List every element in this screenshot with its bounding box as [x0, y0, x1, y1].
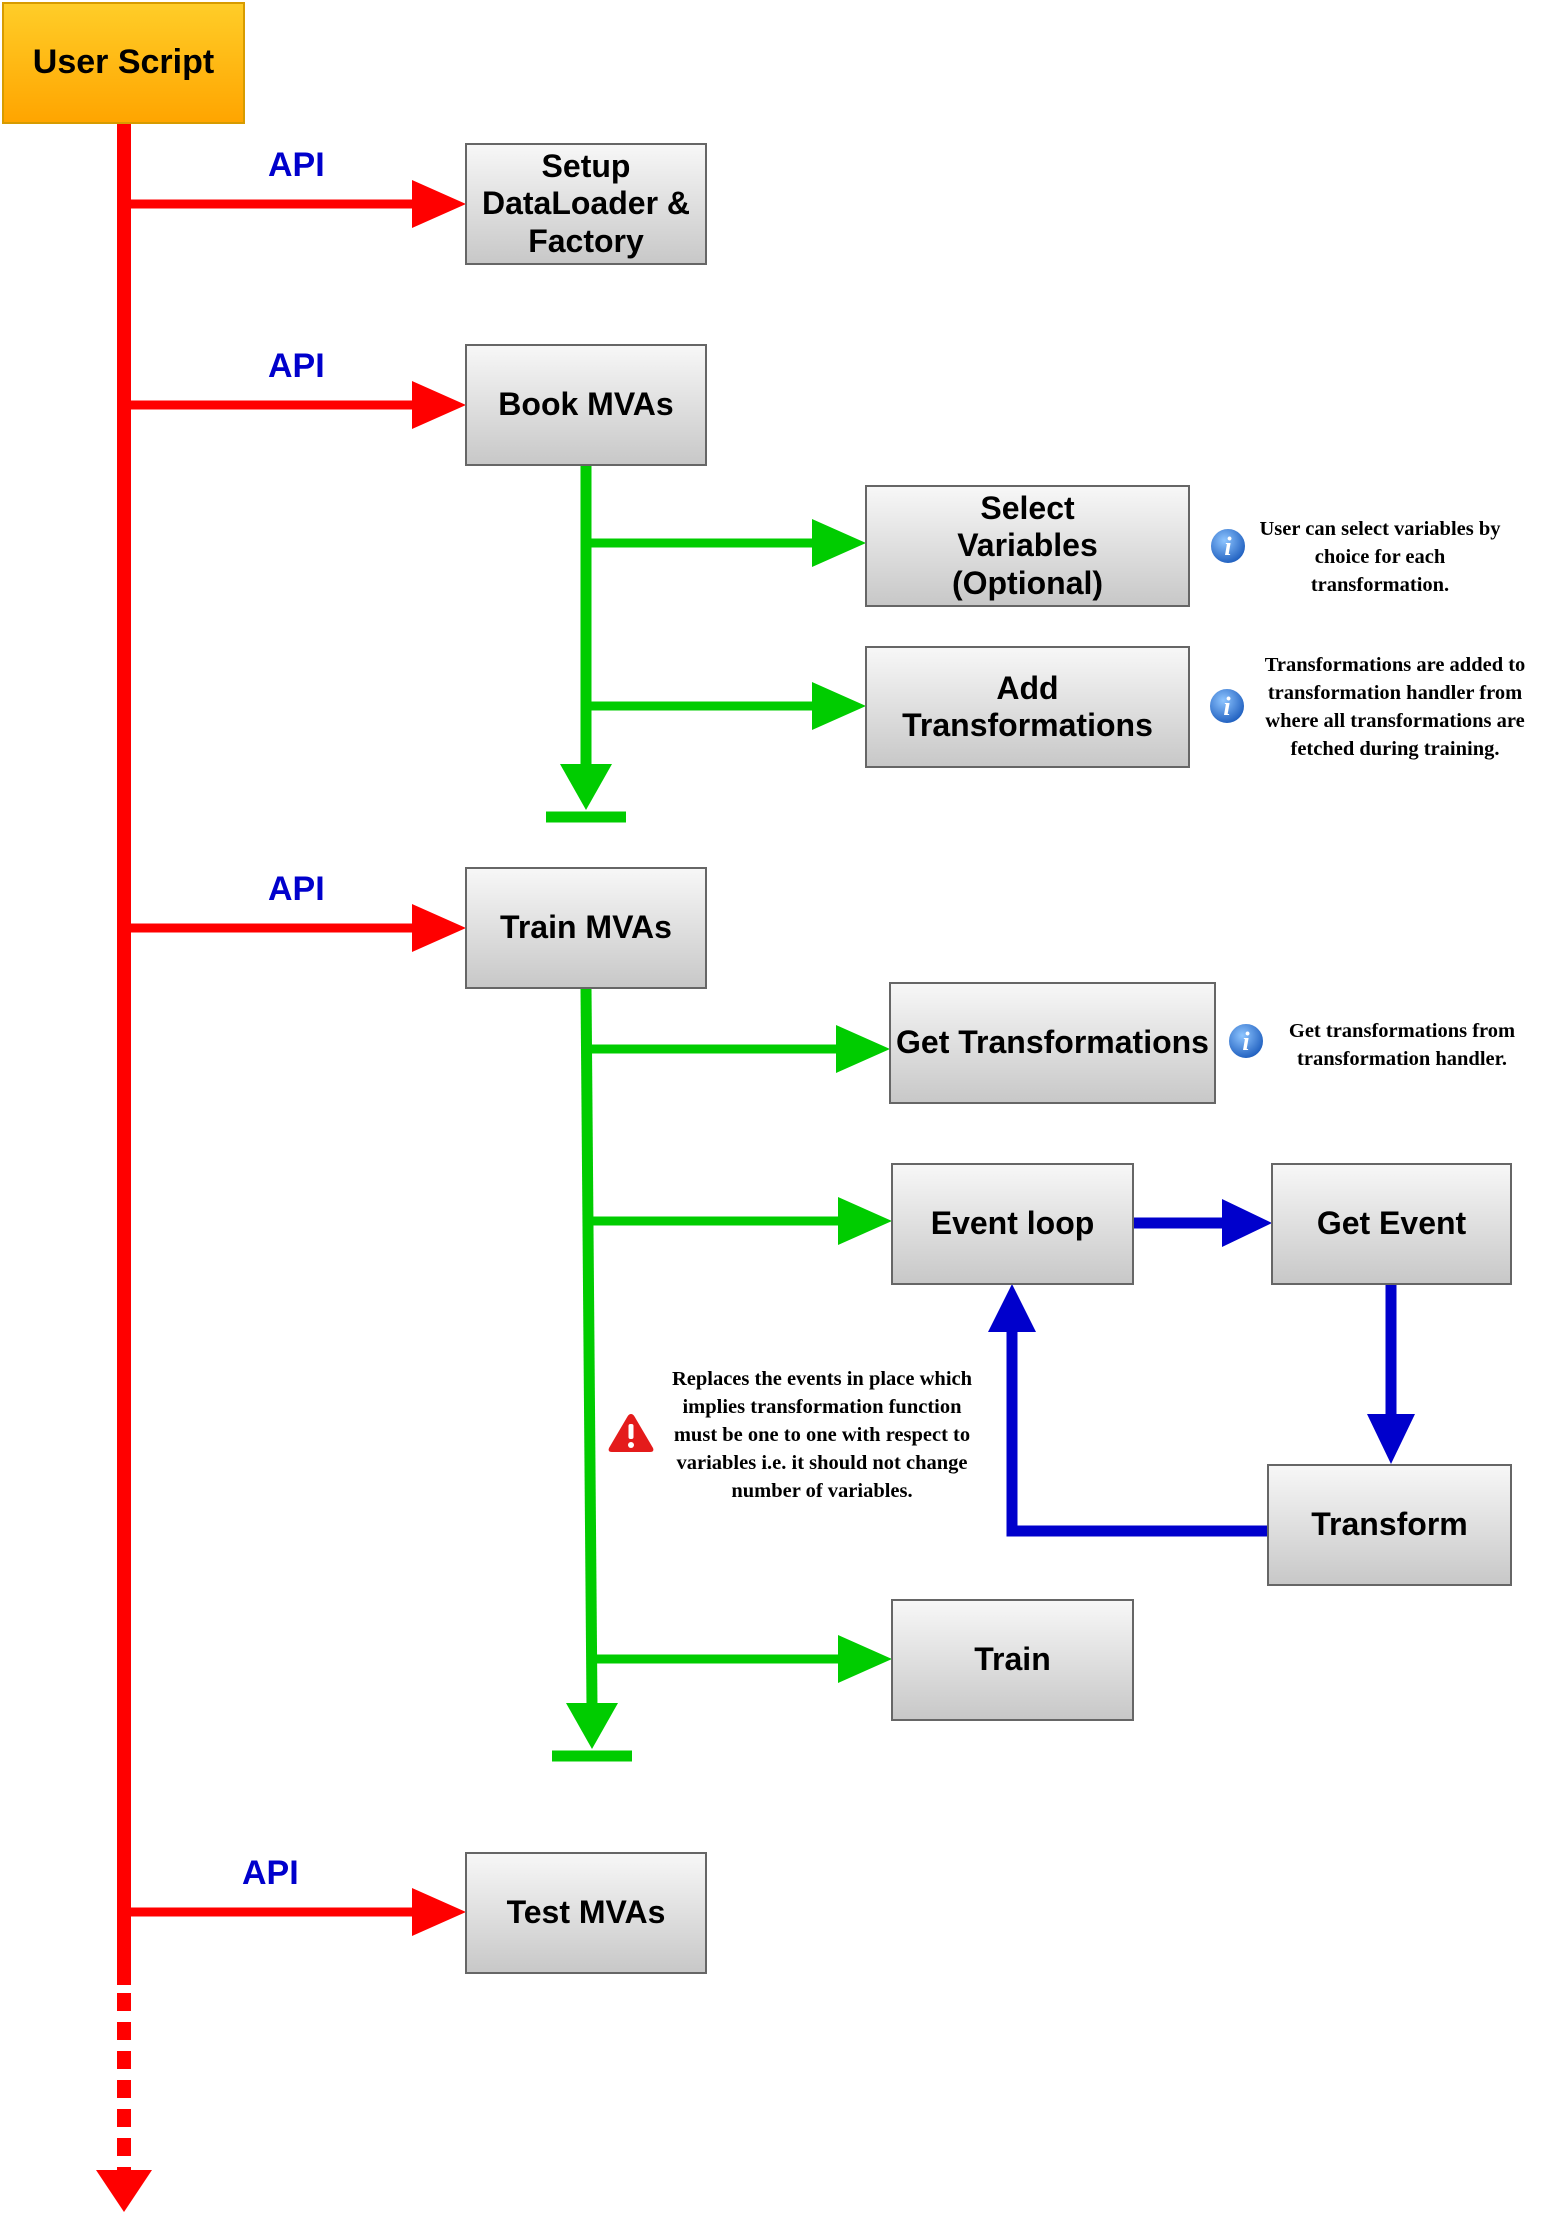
api-label-train: API: [268, 870, 325, 908]
arrowhead-book: [412, 381, 466, 429]
green-flow-edges: [546, 465, 892, 1762]
svg-text:i: i: [1224, 532, 1232, 561]
train-mvas-node[interactable]: Train MVAs: [465, 867, 707, 989]
warning-icon: [608, 1414, 654, 1452]
train-node[interactable]: Train: [891, 1599, 1134, 1721]
arrowhead-setup: [412, 180, 466, 228]
event-loop-node[interactable]: Event loop: [891, 1163, 1134, 1285]
test-mvas-node[interactable]: Test MVAs: [465, 1852, 707, 1974]
svg-text:i: i: [1242, 1027, 1250, 1056]
arrowhead-event-loop-return: [988, 1284, 1036, 1332]
setup-dataloader-factory-node[interactable]: Setup DataLoader & Factory: [465, 143, 707, 265]
edge-transform-to-event-loop: [1006, 1326, 1268, 1537]
arrowhead-select-vars: [812, 519, 866, 567]
train-vertical: [580, 987, 598, 1708]
book-vertical-arrowhead: [560, 764, 612, 810]
train-vertical-arrowhead: [566, 1703, 618, 1749]
arrowhead-test: [412, 1888, 466, 1936]
api-flow-edges: [96, 124, 466, 2212]
arrowhead-transform: [1367, 1414, 1415, 1464]
select-variables-node[interactable]: Select Variables (Optional): [865, 485, 1190, 607]
info-icon: i: [1209, 527, 1247, 565]
info-icon: i: [1227, 1022, 1265, 1060]
arrowhead-add-trans: [812, 682, 866, 730]
transform-node[interactable]: Transform: [1267, 1464, 1512, 1586]
main-timeline-arrowhead: [96, 2170, 152, 2212]
arrowhead-train: [838, 1635, 892, 1683]
get-transformations-node[interactable]: Get Transformations: [889, 982, 1216, 1104]
get-event-node[interactable]: Get Event: [1271, 1163, 1512, 1285]
note-warning-in-place: Replaces the events in place which impli…: [671, 1368, 973, 1502]
arrowhead-train-mvas: [412, 904, 466, 952]
add-transformations-node[interactable]: Add Transformations: [865, 646, 1190, 768]
api-label-test: API: [242, 1854, 299, 1892]
info-icon: i: [1208, 687, 1246, 725]
arrowhead-get-trans: [836, 1025, 890, 1073]
note-get-transformations: Get transformations from transformation …: [1288, 1020, 1516, 1070]
user-script-node[interactable]: User Script: [2, 2, 245, 124]
api-label-book: API: [268, 347, 325, 385]
note-add-transformations: Transformations are added to transformat…: [1264, 654, 1526, 760]
event-loop-edges: [988, 1199, 1415, 1537]
api-label-setup: API: [268, 146, 325, 184]
book-mvas-node[interactable]: Book MVAs: [465, 344, 707, 466]
svg-text:i: i: [1223, 692, 1231, 721]
arrowhead-get-event: [1222, 1199, 1272, 1247]
arrowhead-event-loop: [838, 1197, 892, 1245]
note-select-variables: User can select variables by choice for …: [1259, 518, 1501, 596]
